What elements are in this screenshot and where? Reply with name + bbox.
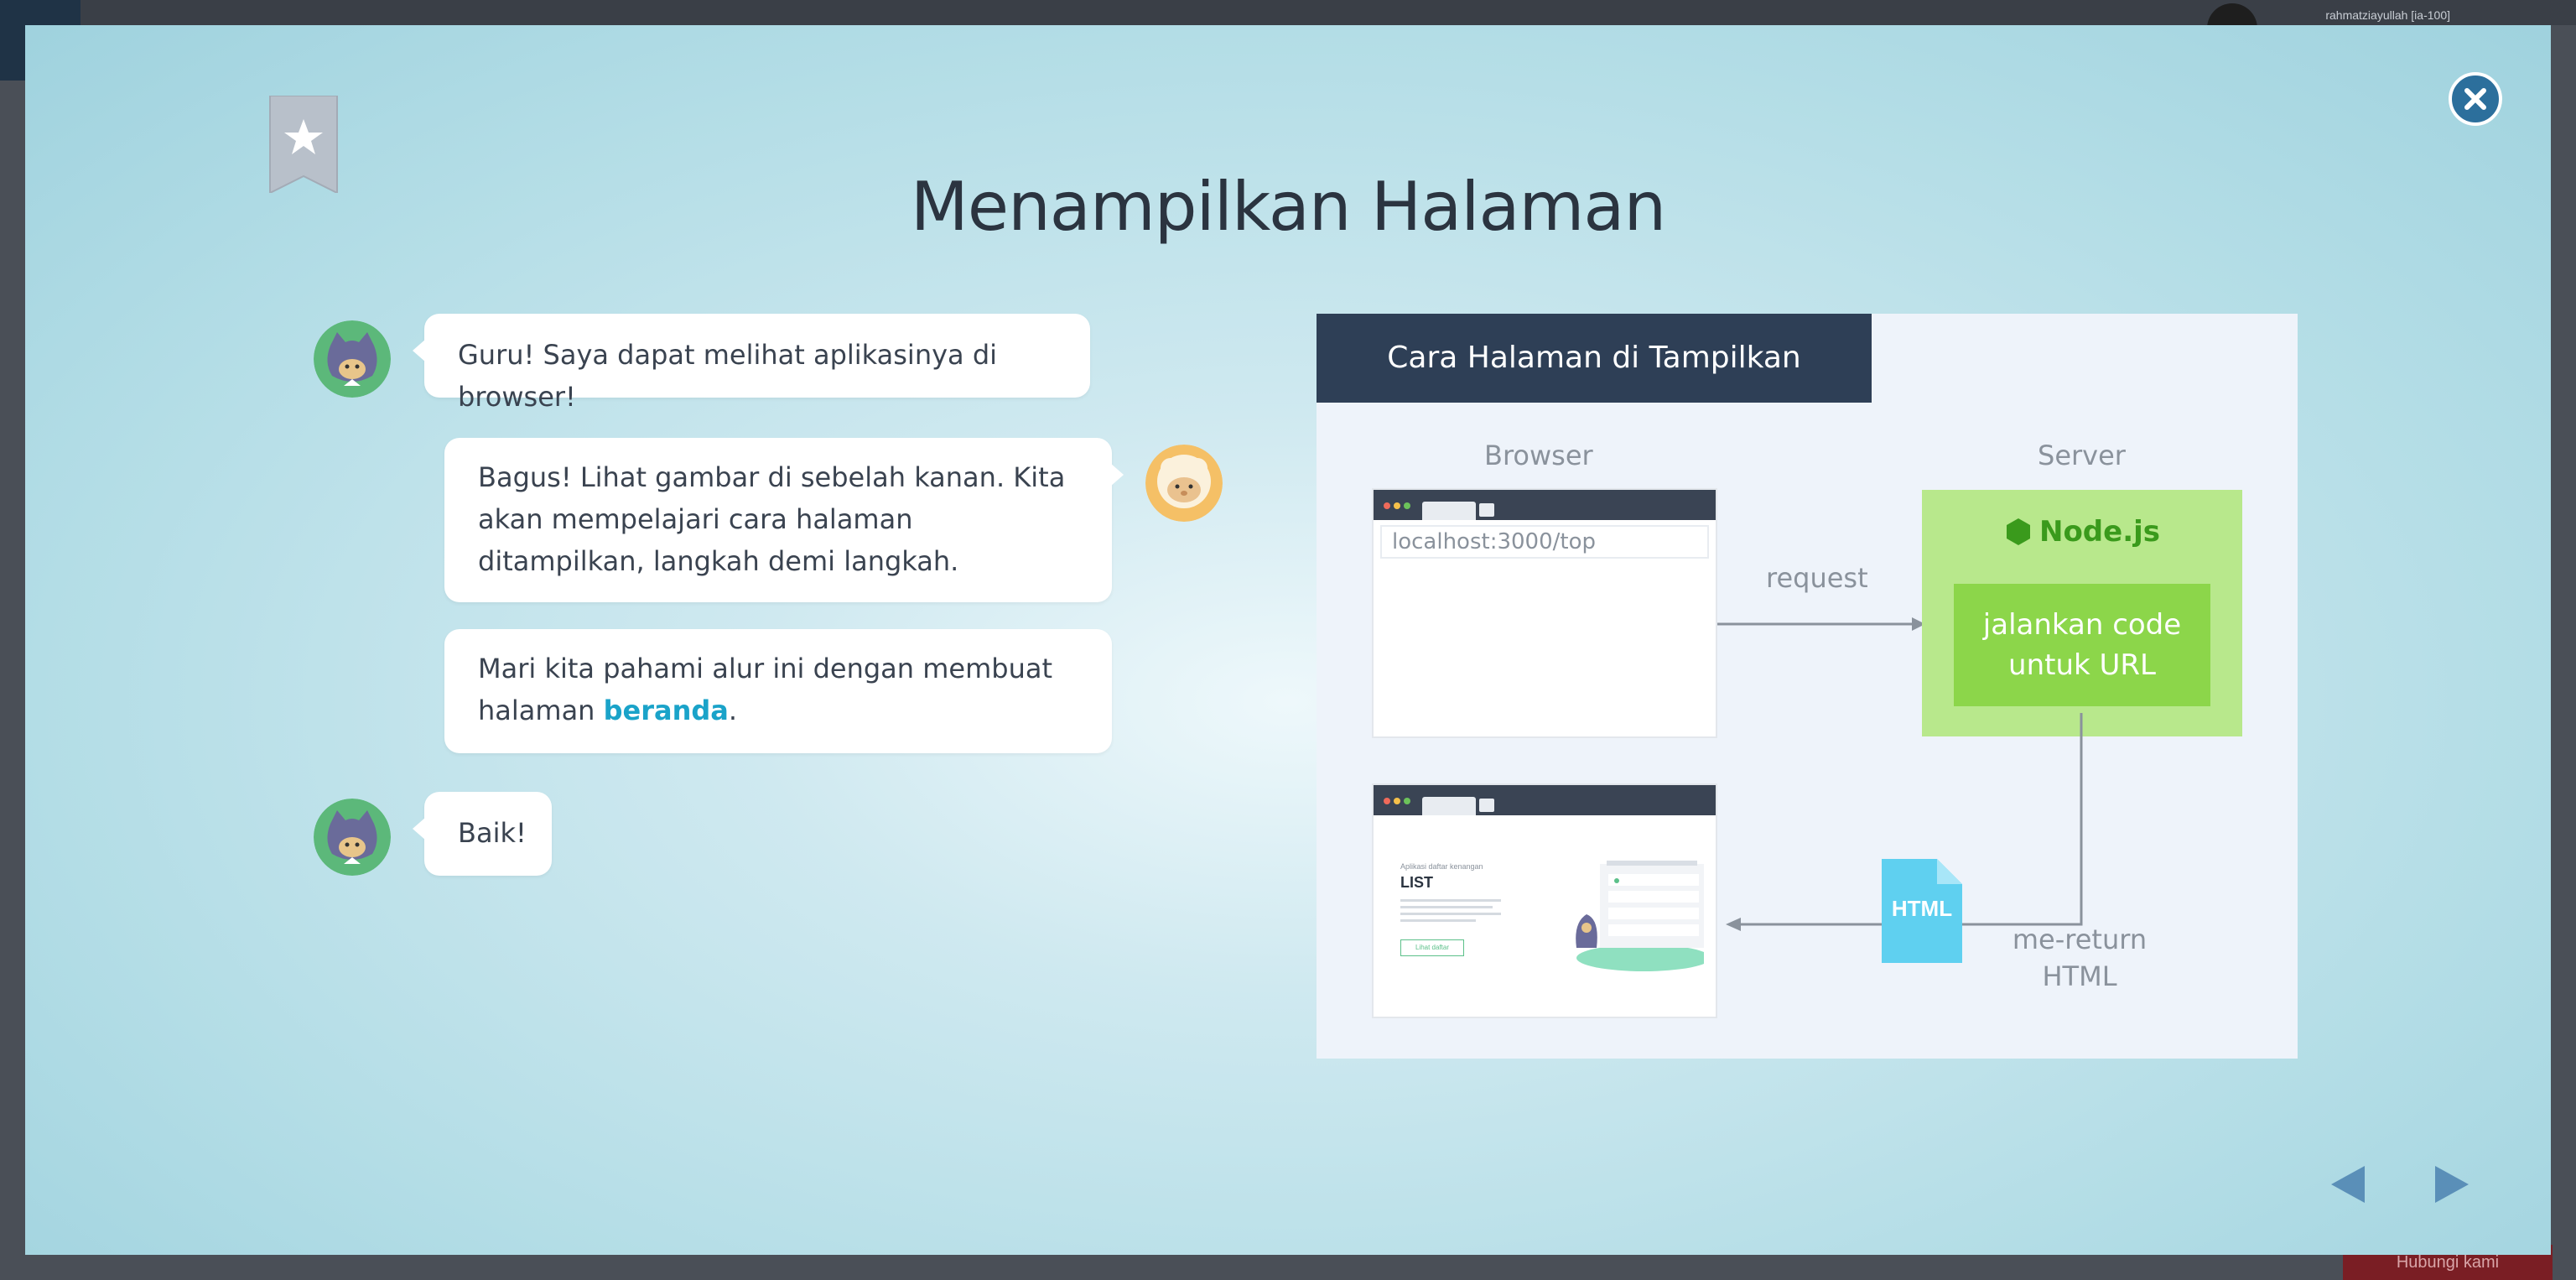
nodejs-hex-icon [2006, 518, 2030, 545]
nodejs-title: Node.js [1922, 515, 2242, 549]
page-title: Menampilkan Halaman [910, 167, 1666, 246]
student-avatar [314, 799, 391, 876]
next-arrow-icon[interactable] [2425, 1159, 2475, 1210]
preview-button: Lihat daftar [1400, 939, 1464, 956]
bookmark-star-icon[interactable] [268, 96, 339, 193]
request-label: request [1766, 562, 1868, 594]
chat-text: Guru! Saya dapat melihat aplikasinya di … [458, 339, 998, 413]
preview-illustration [1576, 861, 1704, 971]
backdrop-topbar [0, 0, 2576, 25]
user-name: rahmatziayullah [ia-100] [2325, 8, 2450, 22]
chat-bubble-teacher: Mari kita pahami alur ini dengan membuat… [444, 629, 1112, 753]
chat-bubble-student: Baik! [413, 792, 552, 876]
run-line-1: jalankan code [1982, 608, 2182, 642]
url-field: localhost:3000/top [1380, 525, 1709, 559]
chat-text: Bagus! Lihat gambar di sebelah kanan. Ki… [478, 461, 1066, 577]
browser-window-result: Aplikasi daftar kenangan LIST Lihat daft… [1372, 783, 1717, 1018]
html-file-label: HTML [1891, 896, 1953, 921]
server-label: Server [2038, 440, 2126, 471]
html-file-icon [1882, 859, 1962, 963]
chat-text: Baik! [458, 817, 527, 849]
student-avatar [314, 320, 391, 398]
nodejs-label: Node.js [2038, 515, 2161, 549]
browser-label: Browser [1484, 440, 1593, 471]
prev-arrow-icon[interactable] [2324, 1159, 2375, 1210]
return-line-2: HTML [2042, 960, 2117, 992]
chat-bubble-teacher: Bagus! Lihat gambar di sebelah kanan. Ki… [444, 438, 1124, 602]
flow-diagram: Cara Halaman di Tampilkan Browser Server… [1317, 314, 2298, 1059]
close-icon [2464, 88, 2486, 110]
teacher-avatar [1145, 445, 1223, 522]
chat-bubble-student: Guru! Saya dapat melihat aplikasinya di … [413, 314, 1090, 413]
run-code-box: jalankan code untuk URL [1954, 584, 2210, 706]
browser-window-request: localhost:3000/top [1372, 488, 1717, 738]
server-box: Node.js jalankan code untuk URL [1922, 490, 2242, 736]
preview-heading: LIST [1400, 874, 1433, 891]
close-button[interactable] [2449, 72, 2502, 126]
keyword-beranda: beranda [603, 695, 729, 726]
slide-modal: Menampilkan Halaman [25, 25, 2551, 1255]
return-line-1: me-return [2012, 924, 2148, 955]
request-arrow [1717, 617, 1925, 631]
diagram-header: Cara Halaman di Tampilkan [1317, 314, 1872, 403]
return-arrow [1726, 713, 2083, 931]
chat-text-end: . [728, 695, 738, 726]
chat-text: Mari kita pahami alur ini dengan membuat… [478, 653, 1053, 726]
preview-subtitle: Aplikasi daftar kenangan [1400, 862, 1483, 871]
run-line-2: untuk URL [2008, 648, 2156, 682]
